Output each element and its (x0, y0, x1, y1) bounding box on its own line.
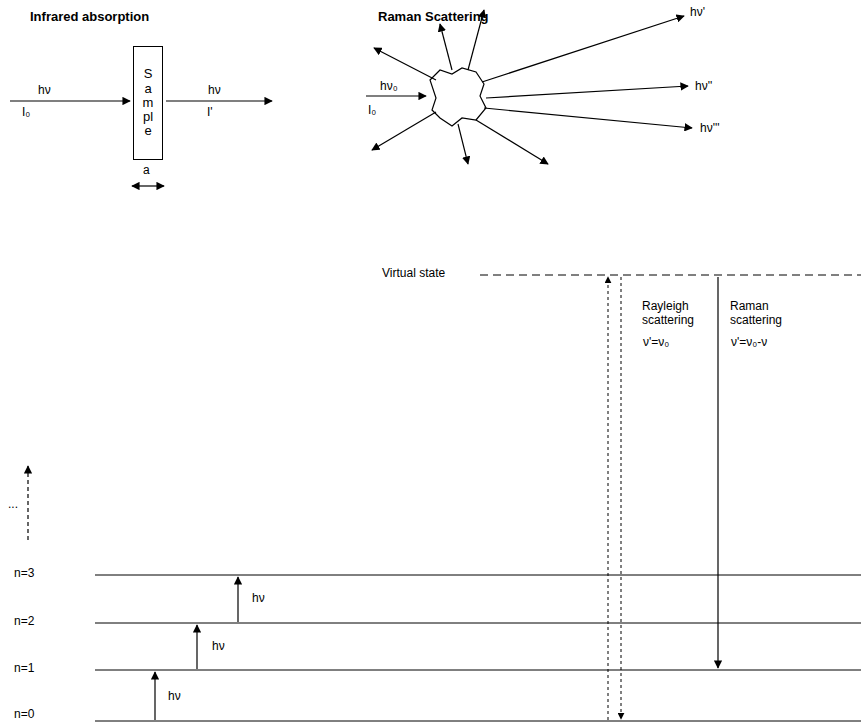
label-text: hν (252, 592, 265, 606)
label-text: I₀ (22, 106, 30, 120)
scattering-particle (430, 68, 486, 126)
label-text: hν' (690, 6, 705, 20)
thickness-arrow (132, 185, 164, 186)
absorption-arrows (155, 577, 238, 720)
label-text: hν''' (700, 122, 720, 136)
label-text: I₀ (368, 104, 376, 118)
sample-box: Sample (133, 46, 163, 160)
label-text: hν (38, 84, 51, 98)
section-heading: Raman Scattering (378, 10, 489, 25)
label-text: n=1 (14, 662, 34, 676)
scattered-rays (372, 10, 692, 164)
label-text: Rayleigh scattering (642, 300, 714, 328)
label-text: a (143, 164, 150, 178)
sample-text: Sample (142, 67, 155, 138)
label-text: I' (207, 106, 213, 120)
label-text: ν'=ν₀ (643, 336, 669, 350)
label-text: hν₀ (380, 80, 398, 94)
label-text: hν (208, 84, 221, 98)
label-text: n=2 (14, 615, 34, 629)
label-text: Virtual state (382, 267, 445, 281)
label-text: hν (168, 690, 181, 704)
incident-beam (10, 100, 130, 101)
label-text: hν'' (695, 80, 712, 94)
label-text: ν'=ν₀-ν (731, 336, 767, 350)
higher-levels-arrow (27, 466, 28, 540)
excitation-arrow (608, 277, 609, 720)
label-text: ... (8, 498, 18, 512)
virtual-state-line (480, 275, 861, 276)
label-text: n=0 (14, 708, 34, 722)
raman-arrow (717, 277, 718, 668)
label-text: Raman scattering (730, 300, 802, 328)
label-text: hν (212, 640, 225, 654)
section-heading: Infrared absorption (30, 10, 149, 25)
label-text: n=3 (14, 567, 34, 581)
energy-levels (95, 575, 861, 721)
rayleigh-arrow (621, 277, 622, 719)
transmitted-beam (166, 100, 272, 101)
incident-beam (366, 95, 426, 96)
